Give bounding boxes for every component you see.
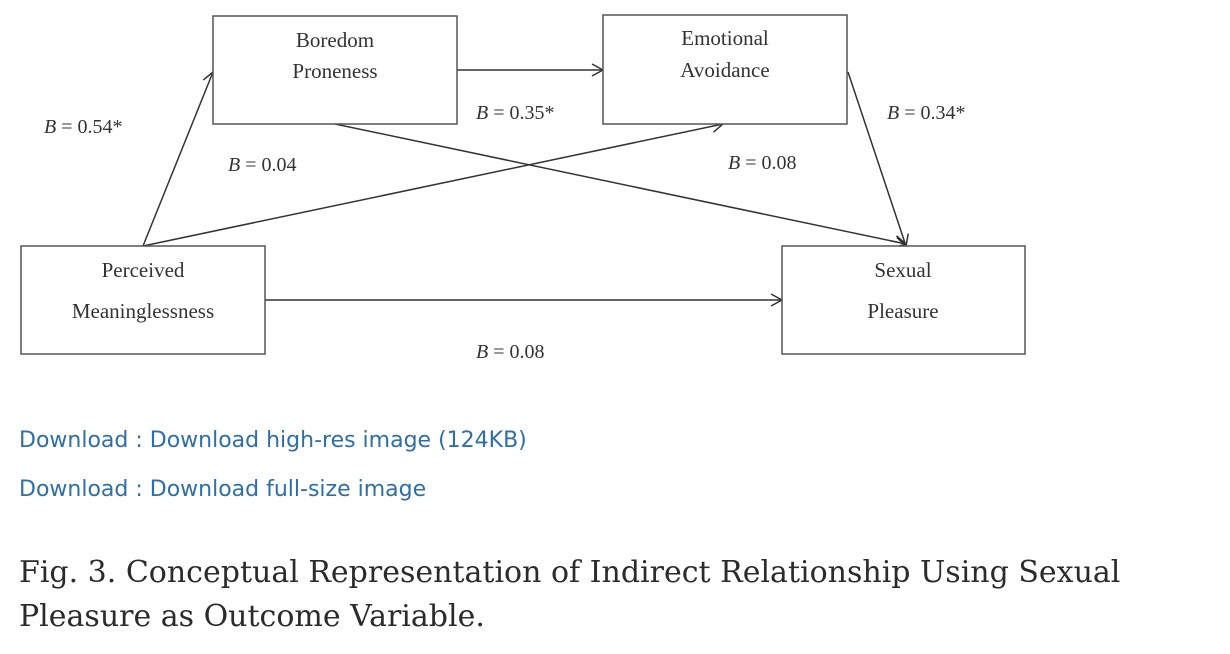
node-label-line: Meaninglessness [72, 299, 214, 323]
edge-label-boredom-to-sexual: B = 0.08 [728, 152, 797, 174]
node-label-line: Sexual [874, 258, 931, 282]
edge-label-perceived-to-boredom: B = 0.54* [44, 116, 123, 138]
node-emotional-avoidance: Emotional Avoidance [602, 14, 848, 125]
node-label-line: Proneness [292, 59, 377, 83]
edge-perceived-to-emotional [142, 119, 725, 247]
path-diagram: Boredom Proneness Emotional Avoidance Pe… [20, 14, 1026, 363]
edge-label-perceived-to-emotional: B = 0.04 [228, 154, 297, 176]
edge-label-boredom-to-emotional: B = 0.35* [476, 102, 555, 124]
figure-caption: Fig. 3. Conceptual Representation of Ind… [19, 555, 1121, 634]
node-sexual-pleasure: Sexual Pleasure [781, 245, 1026, 355]
download-links: Download : Download high-res image (124K… [19, 426, 527, 524]
edge-boredom-to-sexual [334, 123, 908, 249]
edge-perceived-to-boredom [142, 70, 216, 247]
download-full-size-link[interactable]: Download : Download full-size image [19, 477, 427, 502]
edge-emotional-to-sexual [847, 71, 909, 248]
node-label-line: Emotional [681, 26, 769, 50]
node-boredom-proneness: Boredom Proneness [212, 15, 458, 125]
node-label-line: Avoidance [680, 58, 769, 82]
node-label-line: Perceived [102, 258, 185, 282]
node-label-line: Boredom [296, 28, 374, 52]
download-high-res-link[interactable]: Download : Download high-res image (124K… [19, 428, 527, 453]
edge-label-perceived-to-sexual: B = 0.08 [476, 341, 545, 363]
edge-label-emotional-to-sexual: B = 0.34* [887, 102, 966, 124]
node-label-line: Pleasure [867, 299, 938, 323]
node-perceived-meaninglessness: Perceived Meaninglessness [20, 245, 266, 355]
